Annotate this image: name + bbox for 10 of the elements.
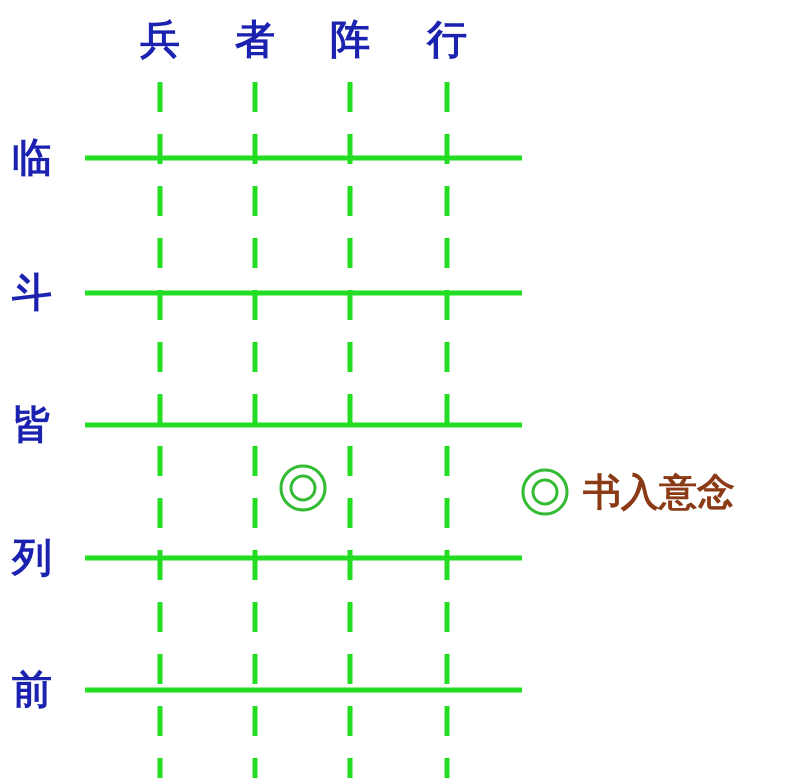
column-label: 兵 (139, 18, 181, 62)
column-label: 阵 (329, 18, 371, 62)
row-label: 斗 (10, 271, 53, 315)
row-label: 列 (10, 536, 53, 580)
column-label: 者 (234, 18, 276, 62)
legend-text: 书入意念 (583, 470, 735, 514)
column-label: 行 (425, 18, 468, 62)
row-label: 前 (11, 668, 53, 712)
row-label: 临 (11, 136, 53, 180)
row-label: 皆 (11, 403, 53, 447)
